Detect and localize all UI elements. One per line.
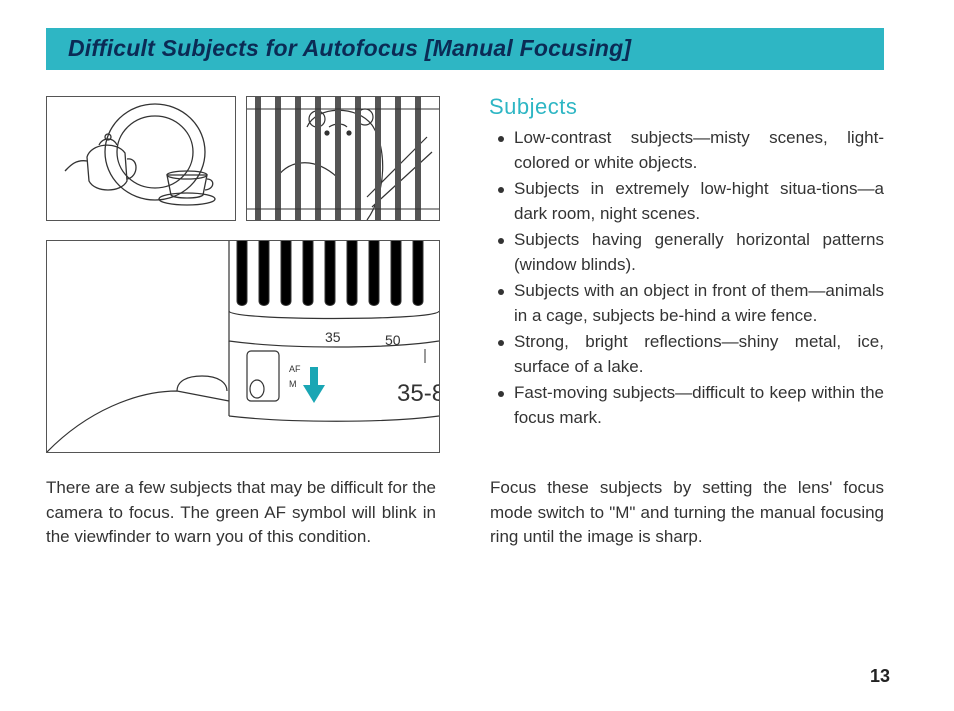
down-arrow-icon [303,367,325,403]
lens-scale-50: 50 [385,332,401,348]
subjects-heading: Subjects [489,94,578,119]
intro-paragraph: There are a few subjects that may be dif… [46,478,436,546]
caged-bear-drawing [247,97,439,220]
teaset-drawing [64,103,216,206]
subjects-list: Low-contrast subjects—misty scenes, ligh… [490,126,884,432]
af-label: AF [289,364,301,374]
section-title: Difficult Subjects for Autofocus [Manual… [68,35,632,61]
list-item: Fast-moving subjects—difficult to keep w… [490,381,884,430]
illustration-teaset [46,96,236,221]
illustration-caged-bear [246,96,440,221]
list-item: Low-contrast subjects—misty scenes, ligh… [490,126,884,175]
list-item: Subjects having generally horizontal pat… [490,228,884,277]
list-item: Strong, bright reflections—shiny metal, … [490,330,884,379]
illustration-lens-focus-switch: 35 50 AF M 35-8 [46,240,440,453]
lens-scale-35: 35 [325,329,341,345]
lens-drawing: 35 50 AF M 35-8 [47,241,439,452]
lens-model-text: 35-8 [397,380,439,407]
list-item: Subjects with an object in front of them… [490,279,884,328]
section-header-bar: Difficult Subjects for Autofocus [Manual… [46,28,884,70]
list-item: Subjects in extremely low-hight situa-ti… [490,177,884,226]
manual-focus-paragraph: Focus these subjects by setting the lens… [490,478,884,546]
page-number: 13 [870,666,891,686]
m-label: M [289,379,297,389]
